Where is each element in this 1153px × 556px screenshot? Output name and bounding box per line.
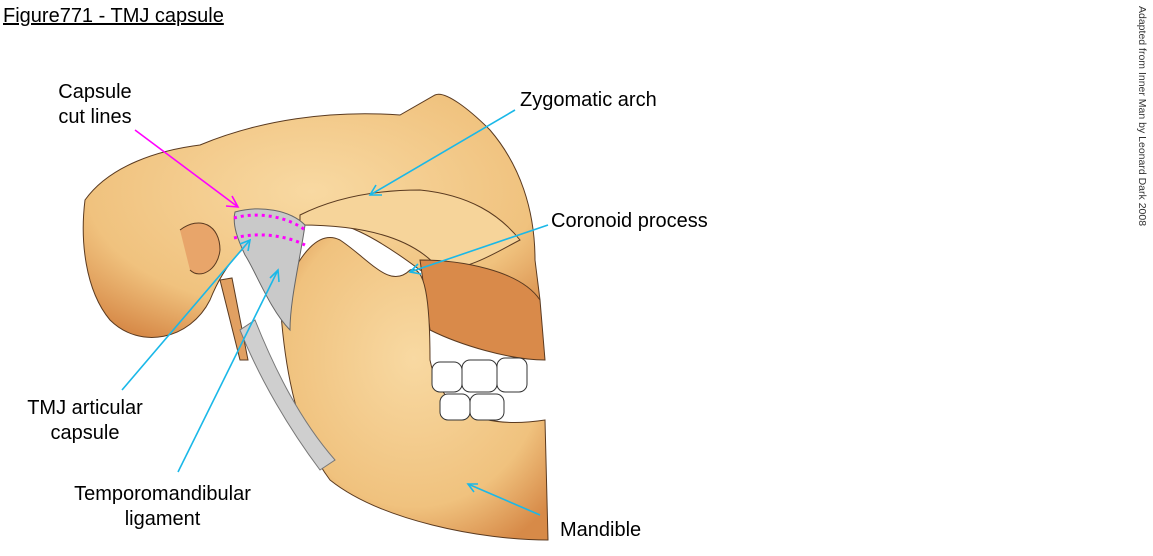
tmj-capsule	[233, 208, 306, 332]
label-zygomatic-arch: Zygomatic arch	[520, 89, 657, 111]
label-line: ligament	[124, 508, 201, 530]
label-tm-ligament: Temporomandibular ligament	[50, 482, 275, 532]
label-tmj-capsule: TMJ articular capsule	[10, 396, 160, 446]
arrow-coronoid-process	[409, 224, 549, 273]
figure-title: Figure771 - TMJ capsule	[3, 5, 224, 27]
arrowhead	[466, 483, 478, 493]
arrow-capsule-cut-lines	[134, 129, 239, 208]
arrowhead	[368, 184, 382, 196]
label-line: capsule	[50, 422, 120, 444]
arrow-mandible	[467, 483, 541, 516]
arrowhead	[239, 238, 252, 252]
teeth	[431, 357, 528, 421]
arrow-tm-ligament	[177, 269, 279, 473]
zygomatic-arch	[299, 189, 521, 271]
arrowhead	[408, 263, 422, 275]
label-line: Capsule	[58, 81, 132, 103]
label-line: Temporomandibular	[74, 483, 251, 505]
label-mandible: Mandible	[560, 519, 642, 541]
styloid-process	[219, 277, 249, 361]
label-capsule-cut-lines: Capsule cut lines	[40, 80, 150, 130]
stylomandibular-ligament	[239, 319, 336, 471]
credit-text: Adapted from Inner Man by Leonard Dark 2…	[1136, 6, 1148, 227]
arrow-tmj-capsule	[121, 239, 251, 391]
maxilla	[419, 259, 546, 361]
label-line: TMJ articular	[27, 397, 143, 419]
label-line: cut lines	[58, 106, 132, 128]
arrowhead	[269, 268, 280, 283]
ear-canal	[179, 222, 221, 275]
capsule-cut-line-lower	[233, 233, 306, 247]
label-coronoid-process: Coronoid process	[551, 210, 708, 232]
arrow-zygomatic-arch	[369, 109, 516, 196]
capsule-cut-line-upper	[233, 213, 306, 232]
arrowhead	[225, 195, 240, 208]
